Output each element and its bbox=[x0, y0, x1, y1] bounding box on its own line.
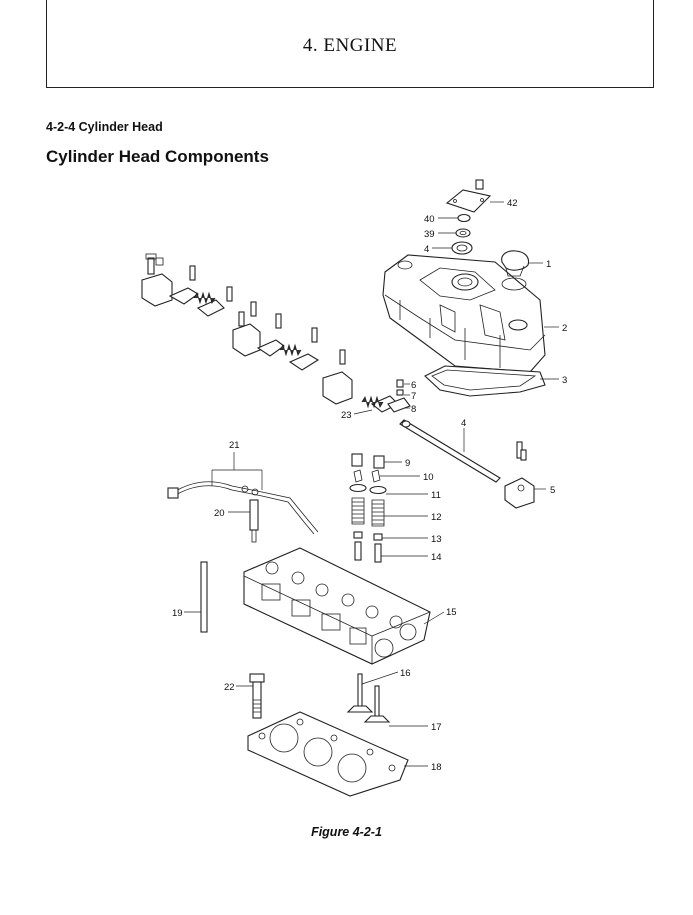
callout-17: 17 bbox=[431, 722, 442, 733]
leader-lines bbox=[184, 201, 559, 767]
callout-4-seal: 4 bbox=[424, 244, 429, 255]
callout-16: 16 bbox=[400, 668, 411, 679]
valve-cover-assembly bbox=[382, 179, 546, 397]
push-rod bbox=[200, 561, 208, 633]
section-number-title: 4-2-4 Cylinder Head bbox=[46, 120, 163, 134]
rocker-arm-assembly bbox=[141, 253, 535, 509]
callout-39: 39 bbox=[424, 229, 435, 240]
head-gasket bbox=[247, 711, 409, 797]
callout-10: 10 bbox=[423, 472, 434, 483]
callout-9: 9 bbox=[405, 458, 410, 469]
callout-2: 2 bbox=[562, 323, 567, 334]
callout-23: 23 bbox=[341, 410, 352, 421]
head-bolt bbox=[249, 673, 265, 719]
callout-8: 8 bbox=[411, 404, 416, 415]
callout-1: 1 bbox=[546, 259, 551, 270]
callout-22: 22 bbox=[224, 682, 235, 693]
chapter-title: 4. ENGINE bbox=[302, 35, 398, 56]
callout-5: 5 bbox=[550, 485, 555, 496]
callout-19: 19 bbox=[172, 608, 183, 619]
callout-11: 11 bbox=[431, 490, 441, 501]
glow-plug-lead bbox=[167, 481, 319, 543]
callout-7: 7 bbox=[411, 391, 416, 402]
callout-20: 20 bbox=[214, 508, 225, 519]
section-heading: Cylinder Head Components bbox=[46, 147, 269, 166]
valve-train bbox=[349, 453, 387, 563]
callout-labels: 42 40 39 4 1 2 3 6 7 8 23 4 5 9 10 11 12… bbox=[172, 198, 567, 773]
callout-14: 14 bbox=[431, 552, 442, 563]
callout-3: 3 bbox=[562, 375, 567, 386]
callout-42: 40 bbox=[424, 214, 435, 225]
callout-13: 13 bbox=[431, 534, 442, 545]
callout-21: 21 bbox=[229, 440, 240, 451]
cylinder-head bbox=[243, 547, 431, 665]
figure-caption: Figure 4-2-1 bbox=[311, 825, 382, 839]
callout-4-shaft: 4 bbox=[461, 418, 466, 429]
callout-15: 15 bbox=[446, 607, 457, 618]
callout-12: 12 bbox=[431, 512, 442, 523]
valves bbox=[346, 673, 391, 723]
callout-18: 18 bbox=[431, 762, 442, 773]
callout-40: 42 bbox=[507, 198, 518, 209]
page-header: 4. ENGINE bbox=[46, 0, 654, 88]
callout-6: 6 bbox=[411, 380, 416, 391]
